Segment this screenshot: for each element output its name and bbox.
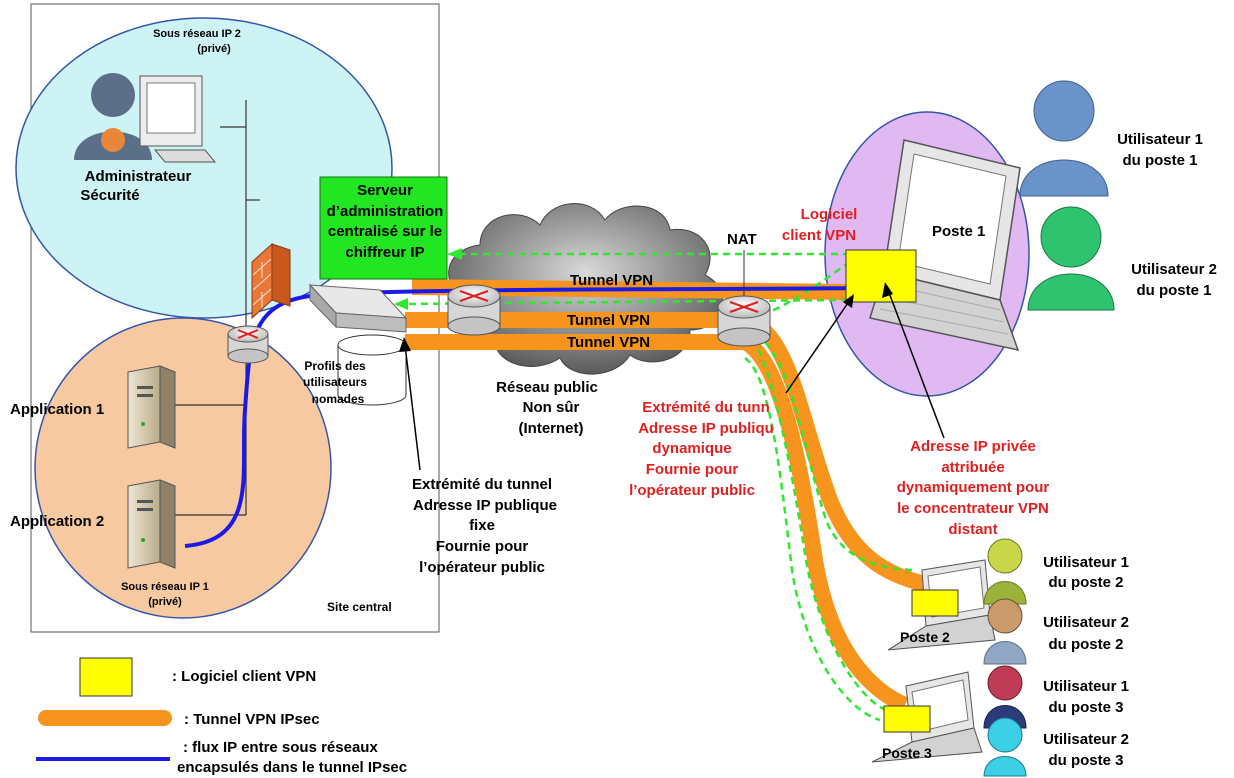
user-icon-u1p1 bbox=[1020, 81, 1108, 196]
fixed-end-label-3: fixe bbox=[469, 517, 495, 534]
u2p1-label-1: Utilisateur 2 bbox=[1131, 261, 1217, 278]
admin-label-2: Sécurité bbox=[80, 187, 139, 204]
u1p2-label-1: Utilisateur 1 bbox=[1043, 554, 1129, 571]
public-net-label-1: Réseau public bbox=[496, 379, 598, 396]
fixed-end-label-5: l’opérateur public bbox=[419, 559, 545, 576]
private-ip-label-4: le concentrateur VPN bbox=[897, 500, 1049, 517]
private-ip-label-2: attribuée bbox=[941, 459, 1004, 476]
legend-client-swatch bbox=[80, 658, 132, 696]
u2p2-label-1: Utilisateur 2 bbox=[1043, 614, 1129, 631]
private-ip-label-5: distant bbox=[948, 521, 997, 538]
server-icon-app2 bbox=[128, 480, 175, 568]
public-net-label-3: (Internet) bbox=[519, 420, 584, 437]
subnet1-label-2: (privé) bbox=[148, 596, 182, 608]
dyn-end-label-1: Extrémité du tunn bbox=[642, 399, 770, 416]
router-icon-internet bbox=[448, 285, 500, 335]
subnet1-zone bbox=[35, 318, 331, 618]
u1p3-label-1: Utilisateur 1 bbox=[1043, 678, 1129, 695]
legend-tunnel-label: : Tunnel VPN IPsec bbox=[184, 711, 320, 728]
legend-client-label: : Logiciel client VPN bbox=[172, 668, 316, 685]
profiles-label-1: Profils des bbox=[304, 359, 366, 373]
subnet1-label-1: Sous réseau IP 1 bbox=[121, 581, 209, 593]
profiles-label-3: nomades bbox=[312, 392, 365, 406]
u2p3-label-2: du poste 3 bbox=[1048, 752, 1123, 769]
dyn-end-label-5: l’opérateur public bbox=[629, 482, 755, 499]
user-icon-u2p3 bbox=[984, 718, 1026, 776]
poste2-label: Poste 2 bbox=[900, 629, 950, 645]
nat-label: NAT bbox=[727, 231, 757, 248]
admin-label-1: Administrateur bbox=[85, 168, 192, 185]
subnet2-label-2: (privé) bbox=[197, 43, 231, 55]
client-sw-label-1: Logiciel bbox=[801, 206, 858, 223]
private-ip-label-3: dynamiquement pour bbox=[897, 479, 1050, 496]
u2p2-label-2: du poste 2 bbox=[1048, 636, 1123, 653]
client-sw-label-2: client VPN bbox=[782, 227, 856, 244]
u2p1-label-2: du poste 1 bbox=[1136, 282, 1211, 299]
fixed-end-label-1: Extrémité du tunnel bbox=[412, 476, 552, 493]
subnet2-label-1: Sous réseau IP 2 bbox=[153, 28, 241, 40]
server-label-1: Serveur bbox=[357, 182, 413, 199]
dyn-end-label-3: dynamique bbox=[652, 440, 731, 457]
fixed-end-label-2: Adresse IP publique bbox=[413, 497, 557, 514]
vpn-client-box-poste1 bbox=[846, 250, 916, 302]
tunnel-label-2: Tunnel VPN bbox=[567, 312, 650, 329]
public-net-label-2: Non sûr bbox=[523, 399, 580, 416]
dyn-end-label-4: Fournie pour bbox=[646, 461, 739, 478]
app2-label: Application 2 bbox=[10, 513, 104, 530]
server-label-4: chiffreur IP bbox=[345, 244, 424, 261]
server-icon-app1 bbox=[128, 366, 175, 448]
u1p2-label-2: du poste 2 bbox=[1048, 574, 1123, 591]
poste1-label: Poste 1 bbox=[932, 223, 985, 240]
central-site-label: Site central bbox=[327, 600, 392, 614]
user-icon-u2p1 bbox=[1028, 207, 1114, 310]
private-ip-label-1: Adresse IP privée bbox=[910, 438, 1036, 455]
app1-label: Application 1 bbox=[10, 401, 104, 418]
vpn-client-box-poste3 bbox=[884, 706, 930, 732]
router-icon-site bbox=[228, 326, 268, 363]
fixed-end-label-4: Fournie pour bbox=[436, 538, 529, 555]
legend-flow-label-1: : flux IP entre sous réseaux bbox=[183, 739, 378, 756]
dyn-end-label-2: Adresse IP publiqu bbox=[638, 420, 774, 437]
u2p3-label-1: Utilisateur 2 bbox=[1043, 731, 1129, 748]
u1p1-label-1: Utilisateur 1 bbox=[1117, 131, 1203, 148]
server-label-3: centralisé sur le bbox=[328, 223, 442, 240]
vpn-client-box-poste2 bbox=[912, 590, 958, 616]
u1p1-label-2: du poste 1 bbox=[1122, 152, 1197, 169]
u1p3-label-2: du poste 3 bbox=[1048, 699, 1123, 716]
profiles-label-2: utilisateurs bbox=[303, 375, 367, 389]
tunnel-label-1: Tunnel VPN bbox=[570, 272, 653, 289]
tunnel-label-3: Tunnel VPN bbox=[567, 334, 650, 351]
poste3-label: Poste 3 bbox=[882, 745, 932, 761]
server-label-2: d’administration bbox=[327, 203, 444, 220]
user-icon-u1p2 bbox=[984, 539, 1026, 604]
legend-flow-label-2: encapsulés dans le tunnel IPsec bbox=[177, 759, 407, 776]
